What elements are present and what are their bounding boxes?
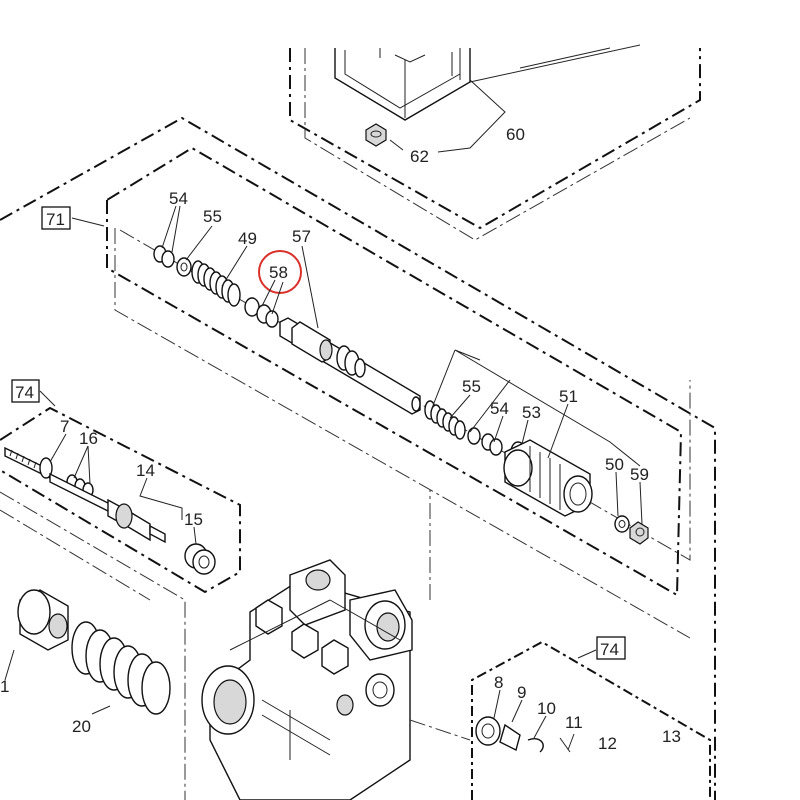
callout-60: 60 bbox=[506, 125, 525, 144]
callout-54-left: 54 bbox=[169, 189, 188, 208]
callout-54-right: 54 bbox=[490, 399, 509, 418]
nut-62 bbox=[365, 123, 387, 147]
callout-71: 71 bbox=[46, 210, 65, 229]
callout-10: 10 bbox=[537, 699, 556, 718]
callout-53: 53 bbox=[522, 403, 541, 422]
spring-55 bbox=[424, 400, 466, 440]
callout-58: 58 bbox=[269, 263, 288, 282]
callout-box-74-right bbox=[596, 636, 626, 660]
callout-55-left: 55 bbox=[203, 207, 222, 226]
callout-51: 51 bbox=[559, 387, 578, 406]
callout-12: 12 bbox=[598, 734, 617, 753]
assembly-71-frame bbox=[0, 116, 716, 800]
callout-labels: 60 62 71 54 55 49 57 58 74 55 54 53 51 7… bbox=[0, 125, 681, 753]
valve-body bbox=[201, 490, 471, 800]
callout-74-left: 74 bbox=[15, 383, 34, 402]
callout-14: 14 bbox=[136, 461, 155, 480]
callout-1: 1 bbox=[0, 677, 9, 696]
leader-lines-71 bbox=[161, 205, 643, 525]
top-assembly bbox=[289, 44, 701, 241]
callout-11: 11 bbox=[565, 713, 583, 732]
cap-51 bbox=[503, 439, 593, 517]
callout-15: 15 bbox=[184, 510, 203, 529]
callout-13: 13 bbox=[662, 727, 681, 746]
callout-box-74-left bbox=[11, 379, 40, 403]
assembly-74-right bbox=[471, 636, 711, 800]
callout-7: 7 bbox=[60, 417, 69, 436]
callout-20: 20 bbox=[72, 717, 91, 736]
spool-parts bbox=[153, 245, 649, 545]
callout-8: 8 bbox=[494, 673, 503, 692]
callout-50: 50 bbox=[605, 455, 624, 474]
callout-16: 16 bbox=[79, 429, 98, 448]
callout-55-right: 55 bbox=[462, 377, 481, 396]
callout-49: 49 bbox=[238, 229, 257, 248]
callout-62: 62 bbox=[410, 147, 429, 166]
highlight-circle-58 bbox=[258, 250, 302, 294]
assembly-74-left bbox=[0, 379, 241, 800]
spool-57 bbox=[279, 317, 421, 415]
spring-49 bbox=[191, 260, 241, 307]
callout-74-right: 74 bbox=[600, 640, 619, 659]
callout-9: 9 bbox=[517, 683, 526, 702]
callout-57: 57 bbox=[292, 227, 311, 246]
callout-59: 59 bbox=[630, 465, 649, 484]
spring-20-group bbox=[4, 589, 171, 715]
callout-box-71 bbox=[41, 206, 71, 230]
